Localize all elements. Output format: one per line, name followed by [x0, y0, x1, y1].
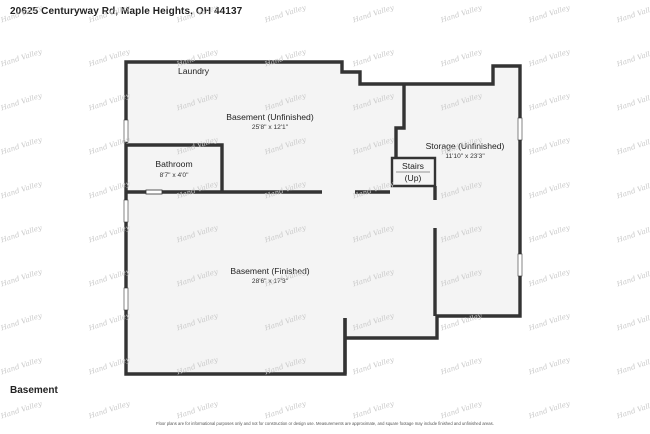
storage-label: Storage (Unfinished) [426, 141, 505, 151]
basement-unfinished-dims: 25'8" x 12'1" [252, 124, 289, 131]
window-left-upper [123, 119, 129, 143]
stairs-direction: (Up) [405, 173, 422, 183]
bathroom-wall [126, 143, 224, 192]
stairs-label: Stairs [402, 161, 424, 171]
window-right-upper [517, 117, 523, 141]
bathroom-door [145, 189, 163, 195]
floor-level-label: Basement [10, 385, 58, 396]
laundry-label: Laundry [178, 66, 210, 76]
basement-finished-label: Basement (Finished) [230, 266, 309, 276]
property-address: 20625 Centuryway Rd, Maple Heights, OH 4… [10, 6, 243, 17]
floor-area [126, 62, 520, 374]
basement-unfinished-label: Basement (Unfinished) [226, 112, 314, 122]
disclaimer-text: Floor plans are for informational purpos… [156, 421, 494, 426]
storage-dims: 11'10" x 23'3" [445, 153, 485, 160]
window-left-mid [123, 199, 129, 223]
basement-finished-dims: 28'6" x 17'3" [252, 278, 289, 285]
window-left-lower [123, 287, 129, 311]
bathroom-dims: 8'7" x 4'0" [160, 172, 189, 179]
bathroom-label: Bathroom [155, 159, 192, 169]
storage-wall [394, 84, 406, 158]
window-right-lower [517, 253, 523, 277]
